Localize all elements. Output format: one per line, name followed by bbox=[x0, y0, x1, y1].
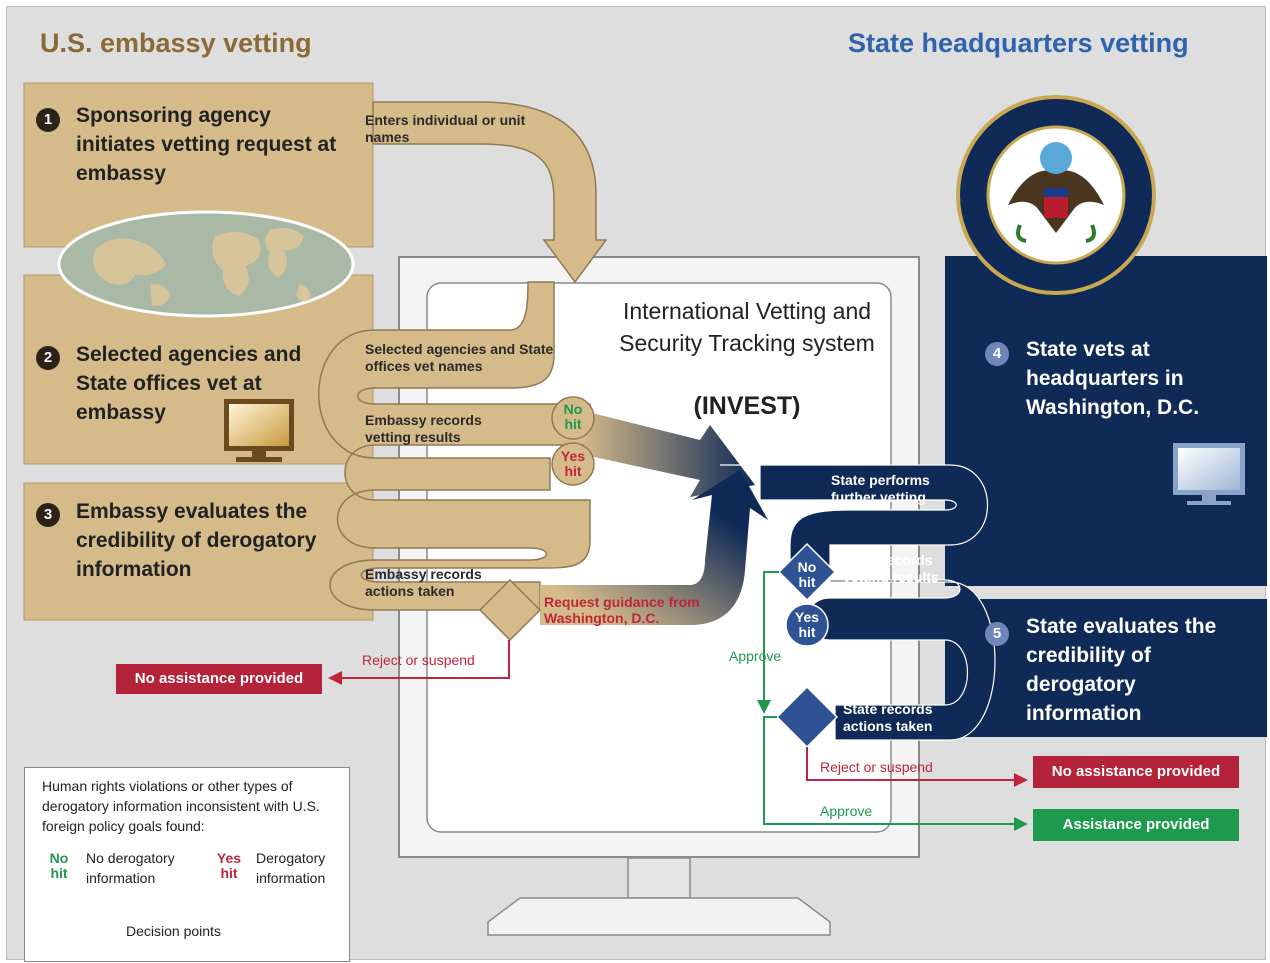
lane-label-request-guidance: Request guidance from Washington, D.C. bbox=[544, 594, 700, 626]
monitor-neck bbox=[627, 857, 691, 899]
flow-tan-top bbox=[372, 101, 608, 284]
lane-label-selected: Selected agencies and State offices vet … bbox=[365, 341, 554, 374]
legend bbox=[24, 767, 350, 962]
map-land bbox=[93, 228, 311, 306]
approve-line-left bbox=[763, 571, 779, 705]
approve-label-left: Approve bbox=[729, 648, 782, 664]
step4-box bbox=[945, 256, 1267, 586]
step2-badge: 2 bbox=[36, 346, 60, 370]
monitor-base bbox=[487, 897, 831, 936]
reject-label-state: Reject or suspend bbox=[820, 759, 933, 775]
legend-yes-hit-text: Derogatory information bbox=[256, 850, 326, 886]
flow-navy bbox=[720, 464, 996, 741]
lane-label-state-actions: State records actions taken bbox=[843, 701, 933, 734]
legend-decision-text: Decision points bbox=[126, 923, 221, 939]
monitor-icon-blue bbox=[1173, 443, 1245, 505]
monitor-icon-tan bbox=[224, 399, 294, 462]
lane-label-state-results: State records vetting results bbox=[843, 552, 939, 585]
yes-hit-circle-state bbox=[785, 603, 829, 647]
reject-line-state bbox=[806, 747, 1015, 781]
lane-label-enter: Enters individual or unit names bbox=[365, 112, 526, 145]
approve-arrow-bottom bbox=[1014, 817, 1028, 831]
state-vetting-header: State headquarters vetting bbox=[848, 28, 1189, 58]
system-acronym: (INVEST) bbox=[693, 392, 801, 420]
reject-arrow-embassy bbox=[328, 671, 342, 685]
lane-label-embassy-results: Embassy records vetting results bbox=[365, 412, 482, 445]
state-department-seal bbox=[956, 95, 1156, 295]
yes-hit-circle-embassy bbox=[551, 442, 595, 486]
lane-label-embassy-actions: Embassy records actions taken bbox=[365, 566, 482, 599]
approve-label-bottom: Approve bbox=[820, 803, 873, 819]
reject-arrow-state bbox=[1014, 773, 1028, 787]
approve-arrow-left bbox=[757, 700, 771, 714]
embassy-vetting-header: U.S. embassy vetting bbox=[40, 28, 312, 58]
approve-line-bottom bbox=[763, 716, 1015, 825]
no-assistance-box-state: No assistance provided bbox=[1033, 756, 1239, 788]
flow-gradient-bottom bbox=[540, 470, 768, 625]
flow-gradient-top bbox=[580, 410, 755, 497]
step5-badge: 5 bbox=[985, 622, 1009, 646]
no-hit-circle-embassy bbox=[551, 396, 595, 440]
legend-no-hit-text: No derogatory information bbox=[86, 850, 175, 886]
step3-text: Embassy evaluates the credibility of der… bbox=[76, 500, 317, 581]
reject-line-embassy bbox=[338, 640, 510, 679]
decision-diamond-state-results bbox=[777, 542, 837, 602]
step4-badge: 4 bbox=[985, 342, 1009, 366]
legend-title: Human rights violations or other types o… bbox=[42, 778, 320, 834]
step1-badge: 1 bbox=[36, 108, 60, 132]
lane-label-state-further: State performs further vetting bbox=[831, 472, 930, 505]
step4-text: State vets at headquarters in Washington… bbox=[1026, 338, 1200, 419]
step5-text: State evaluates the credibility of derog… bbox=[1026, 615, 1217, 725]
step1-text: Sponsoring agency initiates vetting requ… bbox=[76, 104, 337, 185]
reject-label-embassy: Reject or suspend bbox=[362, 652, 475, 668]
assistance-box-state: Assistance provided bbox=[1033, 809, 1239, 841]
step2-text: Selected agencies and State offices vet … bbox=[76, 343, 302, 424]
step3-badge: 3 bbox=[36, 503, 60, 527]
system-name: International Vetting and Security Track… bbox=[619, 298, 875, 356]
no-assistance-box-embassy: No assistance provided bbox=[116, 664, 322, 694]
step3-box bbox=[23, 482, 374, 621]
